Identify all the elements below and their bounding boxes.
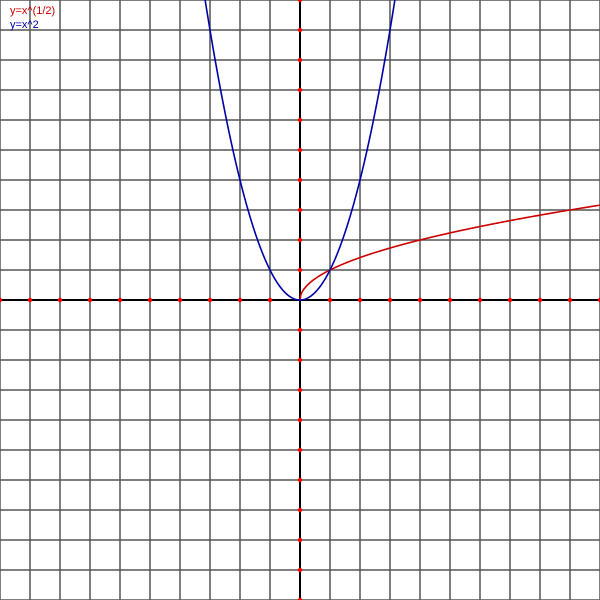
x-axis-tick-marker bbox=[237, 297, 243, 303]
x-axis-tick-marker bbox=[27, 297, 33, 303]
y-axis-tick-marker bbox=[297, 237, 303, 243]
chart-legend: y=x^(1/2) y=x^2 bbox=[10, 4, 55, 32]
y-axis-tick-marker bbox=[297, 207, 303, 213]
y-axis-tick-marker bbox=[297, 357, 303, 363]
x-axis-tick-marker bbox=[147, 297, 153, 303]
x-axis-tick-marker bbox=[447, 297, 453, 303]
legend-entry-square: y=x^2 bbox=[10, 19, 39, 31]
x-axis-tick-marker bbox=[507, 297, 513, 303]
x-axis-tick-marker bbox=[0, 297, 3, 303]
x-axis-tick-marker bbox=[177, 297, 183, 303]
y-axis-tick-marker bbox=[297, 477, 303, 483]
y-axis-tick-marker bbox=[297, 0, 303, 3]
y-axis-tick-marker bbox=[297, 267, 303, 273]
x-axis-tick-marker bbox=[417, 297, 423, 303]
y-axis-tick-marker bbox=[297, 57, 303, 63]
x-axis-tick-marker bbox=[357, 297, 363, 303]
x-axis-tick-marker bbox=[327, 297, 333, 303]
x-axis-tick-marker bbox=[537, 297, 543, 303]
y-axis-tick-marker bbox=[297, 27, 303, 33]
y-axis-tick-marker bbox=[297, 327, 303, 333]
series-line-square bbox=[204, 0, 396, 301]
x-axis-tick-marker bbox=[87, 297, 93, 303]
legend-entry-sqrt: y=x^(1/2) bbox=[10, 5, 56, 17]
y-axis-tick-marker bbox=[297, 417, 303, 423]
y-axis-tick-marker bbox=[297, 567, 303, 573]
y-axis-tick-marker bbox=[297, 447, 303, 453]
x-axis-tick-marker bbox=[57, 297, 63, 303]
x-axis-tick-marker bbox=[207, 297, 213, 303]
y-axis-tick-marker bbox=[297, 147, 303, 153]
x-axis-tick-marker bbox=[597, 297, 600, 303]
y-axis-tick-marker bbox=[297, 537, 303, 543]
x-axis-tick-marker bbox=[477, 297, 483, 303]
y-axis-tick-marker bbox=[297, 387, 303, 393]
x-axis-tick-marker bbox=[387, 297, 393, 303]
y-axis-tick-marker bbox=[297, 597, 303, 600]
y-axis-tick-marker bbox=[297, 507, 303, 513]
series-line-sqrt bbox=[299, 204, 600, 301]
x-axis-tick-marker bbox=[267, 297, 273, 303]
y-axis-tick-marker bbox=[297, 87, 303, 93]
x-axis-tick-marker bbox=[117, 297, 123, 303]
x-axis-tick-marker bbox=[567, 297, 573, 303]
y-axis-tick-marker bbox=[297, 177, 303, 183]
y-axis-tick-marker bbox=[297, 117, 303, 123]
